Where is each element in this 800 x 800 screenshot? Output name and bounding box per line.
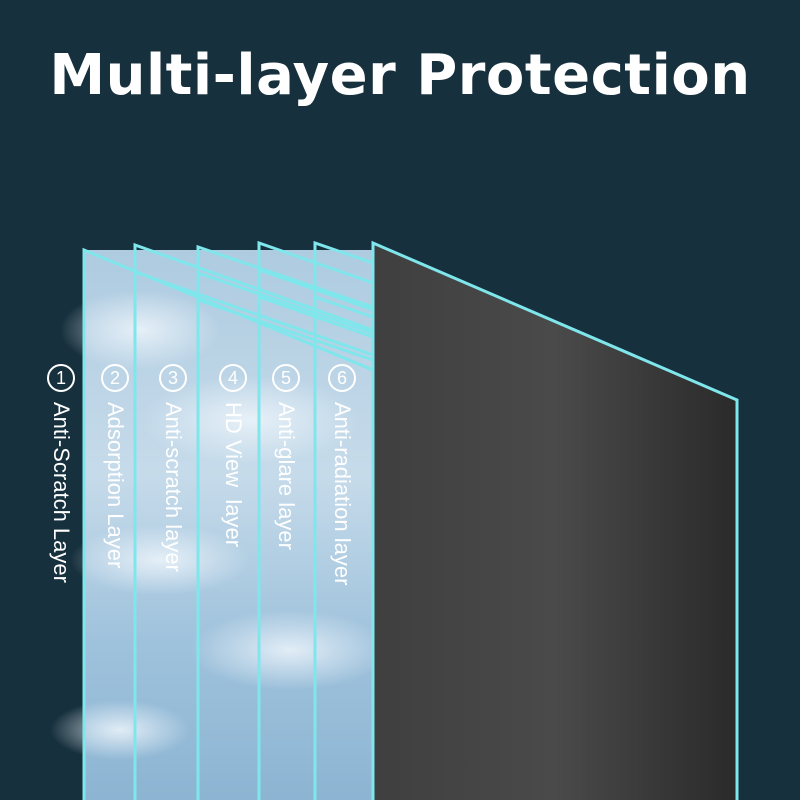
page-title: Multi-layer Protection bbox=[49, 43, 751, 108]
layer-name: Anti-radiation layer bbox=[330, 402, 355, 586]
layer-number-badge: 5 bbox=[272, 364, 300, 392]
layer-name: Anti-scratch layer bbox=[161, 402, 186, 572]
layer-number-badge: 6 bbox=[328, 364, 356, 392]
layer-number-badge: 3 bbox=[159, 364, 187, 392]
layer-label-3: 3 Anti-scratch layer bbox=[153, 364, 193, 572]
layer-label-4: 4 HD View layer bbox=[213, 364, 253, 547]
layer-label-5: 5 Anti-glare layer bbox=[266, 364, 306, 550]
layer-name: Anti-Scratch Layer bbox=[49, 402, 74, 583]
privacy-panel bbox=[373, 243, 737, 800]
layer-name: Adsorption Layer bbox=[103, 402, 128, 569]
layer-name: Anti-glare layer bbox=[274, 402, 299, 550]
layer-number-badge: 2 bbox=[101, 364, 129, 392]
layer-label-6: 6 Anti-radiation layer bbox=[322, 364, 362, 585]
layer-label-1: 1 Anti-Scratch Layer bbox=[41, 364, 81, 583]
layer-2-edge bbox=[82, 247, 374, 800]
layer-label-2: 2 Adsorption Layer bbox=[95, 364, 135, 568]
layer-name: HD View layer bbox=[221, 402, 246, 548]
layer-number-badge: 4 bbox=[219, 364, 247, 392]
layer-number-badge: 1 bbox=[47, 364, 75, 392]
